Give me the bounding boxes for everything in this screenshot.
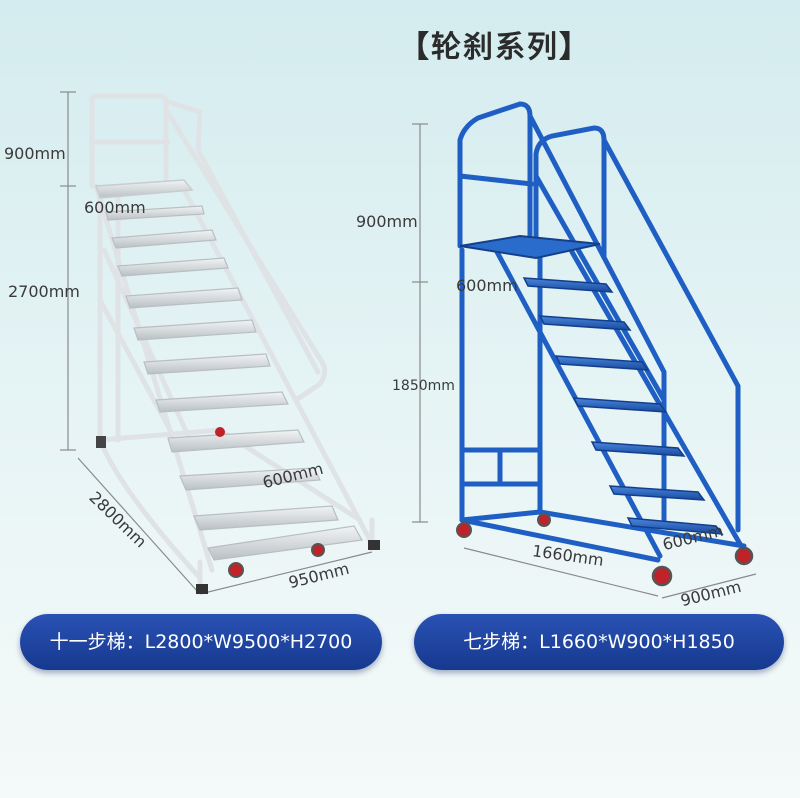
left-steps [105,205,363,561]
left-dim-platform-depth: 600mm [84,198,146,217]
left-dimension-lines [60,91,373,595]
left-dim-top-height: 900mm [4,144,66,163]
left-wheels [96,427,380,594]
right-dim-top-height: 900mm [356,212,418,231]
left-spec-banner: 十一步梯：L2800*W9500*H2700 [20,614,382,670]
right-platform [459,234,601,260]
right-steps [522,277,724,535]
right-dim-platform-depth: 600mm [456,276,518,295]
right-dim-height: 1850mm [392,378,455,394]
right-dimension-lines [412,123,757,599]
page-title: 【轮刹系列】 [399,30,591,65]
left-platform [94,179,194,199]
right-spec-banner: 七步梯：L1660*W900*H1850 [414,614,784,670]
right-ladder [457,101,747,563]
right-wheels [456,513,754,587]
left-dim-height: 2700mm [8,282,80,301]
